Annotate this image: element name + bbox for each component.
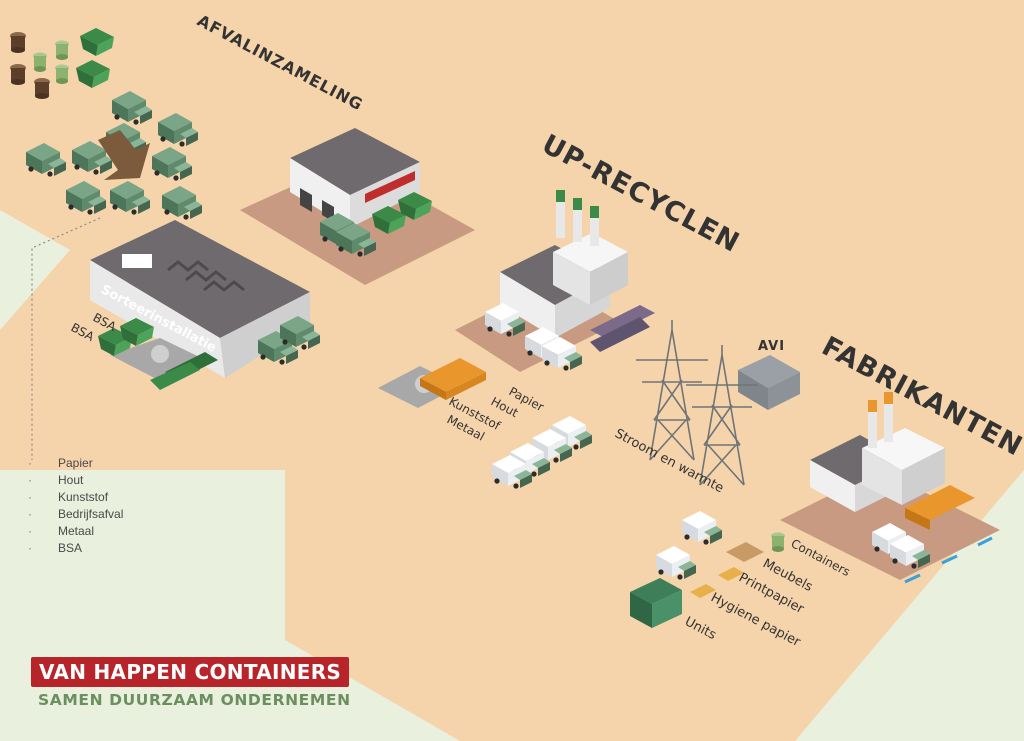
recycle-output-bins: [378, 358, 486, 408]
avi-substation: [635, 319, 800, 486]
waste-type-legend: Papier Hout Kunststof Bedrijfsafval Meta…: [28, 455, 123, 557]
legend-item: BSA: [28, 540, 123, 557]
upcycling-plant: [455, 190, 655, 372]
stage-avi-label: AVI: [758, 339, 785, 354]
legend-item: Kunststof: [28, 489, 123, 506]
product-items: [630, 511, 785, 628]
sorting-plant: [90, 220, 320, 390]
brand-logo: VAN HAPPEN CONTAINERS: [31, 657, 350, 687]
legend-item: Papier: [28, 455, 123, 472]
legend-item: Bedrijfsafval: [28, 506, 123, 523]
manufacturing-plant: [780, 392, 1000, 584]
flow-arrow: [98, 130, 150, 180]
collection-depot: [240, 128, 475, 285]
brand-tagline: SAMEN DUURZAAM ONDERNEMEN: [38, 691, 351, 709]
legend-item: Hout: [28, 472, 123, 489]
legend-connector: [31, 217, 101, 460]
legend-item: Metaal: [28, 523, 123, 540]
